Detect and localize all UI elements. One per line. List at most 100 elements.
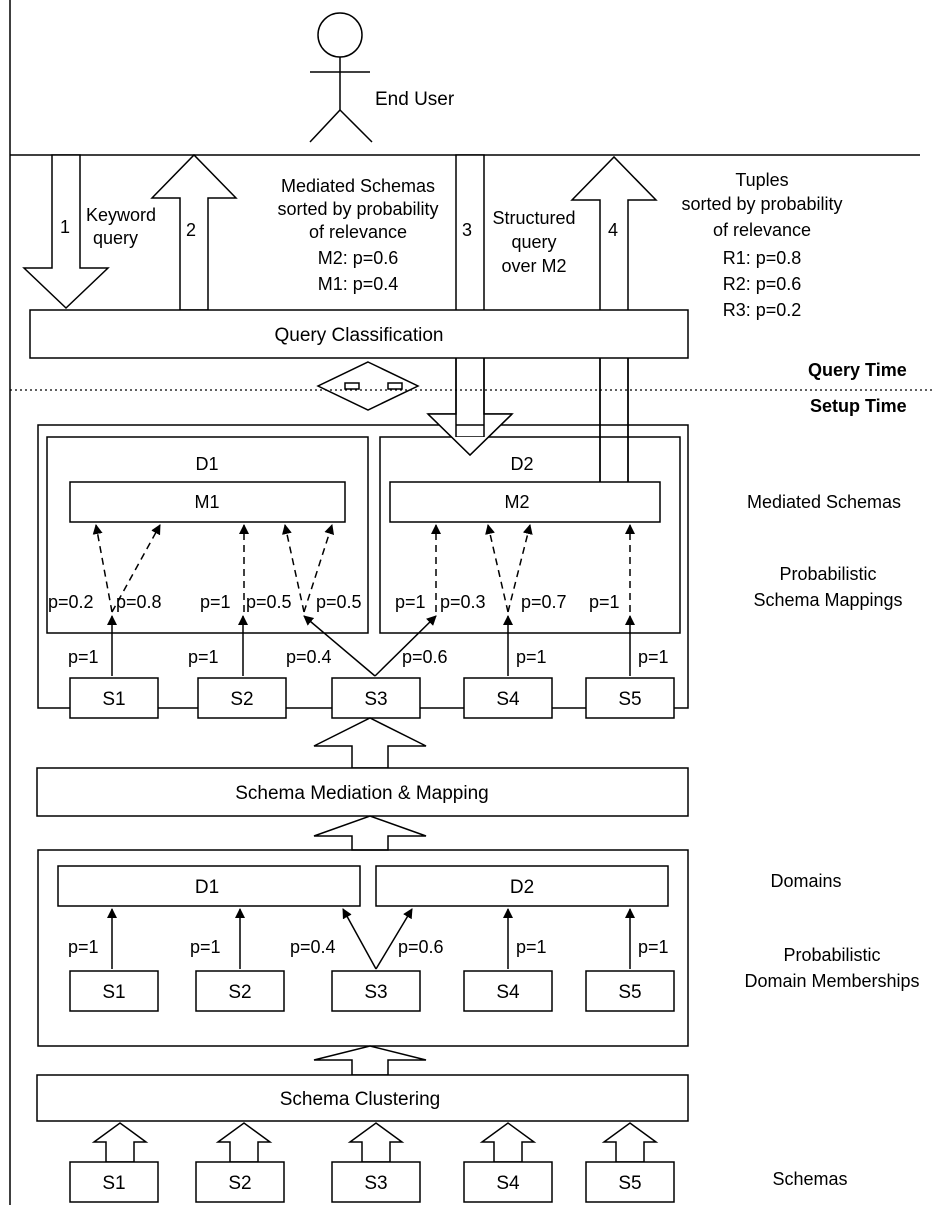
domain-membership-s3-d1 bbox=[342, 908, 377, 970]
step-4-number: 4 bbox=[608, 220, 618, 240]
domain-d1-container bbox=[46, 436, 369, 634]
domain-source-s4-label: S4 bbox=[496, 982, 520, 1003]
step-3-number: 3 bbox=[462, 220, 472, 240]
domain-member-prob-6: p=1 bbox=[638, 937, 669, 957]
query-classification-label: Query Classification bbox=[275, 325, 444, 346]
domain-source-s2-label: S2 bbox=[228, 982, 251, 1003]
mapping-arrow-s3-m1-a bbox=[282, 524, 305, 613]
mapping-member-prob-1: p=1 bbox=[68, 647, 99, 667]
mapping-source-s1 bbox=[69, 677, 159, 719]
m1-box bbox=[69, 481, 346, 523]
domain-source-s3-label: S3 bbox=[364, 982, 387, 1003]
step-2-number: 2 bbox=[186, 220, 196, 240]
schema-source-s3-label: S3 bbox=[364, 1173, 387, 1194]
mapping-prob-3: p=1 bbox=[200, 592, 231, 612]
mapping-arrow-s4-m2-a bbox=[485, 524, 509, 613]
mapping-prob-8: p=0.7 bbox=[521, 592, 567, 612]
clustering-up-arrow bbox=[313, 1045, 427, 1076]
end-user-icon bbox=[309, 12, 373, 143]
schema-s1-up-arrow bbox=[91, 1122, 149, 1163]
mapping-prob-6: p=1 bbox=[395, 592, 426, 612]
domain-d2-box bbox=[375, 865, 669, 907]
schema-clustering-box bbox=[36, 1074, 689, 1122]
step-3-text-line-3: over M2 bbox=[501, 256, 566, 276]
step-4-text-line-6: R3: p=0.2 bbox=[723, 300, 802, 320]
domain-source-s1-label: S1 bbox=[102, 982, 125, 1003]
step-3-text-line-2: query bbox=[511, 232, 556, 252]
mapping-d1-label: D1 bbox=[195, 454, 218, 474]
mapping-prob-9: p=1 bbox=[589, 592, 620, 612]
step-1-text-line-2: query bbox=[93, 228, 138, 248]
step-2-text-line-4: M2: p=0.6 bbox=[318, 248, 399, 268]
mapping-source-s5 bbox=[585, 677, 675, 719]
query-time-label: Query Time bbox=[808, 360, 907, 380]
mapping-membership-s3-d2 bbox=[374, 615, 437, 677]
schema-source-s1-label: S1 bbox=[102, 1173, 125, 1194]
domain-source-s3 bbox=[331, 970, 421, 1012]
domain-member-prob-2: p=1 bbox=[190, 937, 221, 957]
mapping-prob-2: p=0.8 bbox=[116, 592, 162, 612]
schema-source-s4 bbox=[463, 1161, 553, 1203]
schema-source-s2-label: S2 bbox=[228, 1173, 251, 1194]
domain-member-prob-5: p=1 bbox=[516, 937, 547, 957]
step-4-text-line-2: sorted by probability bbox=[681, 194, 842, 214]
mapping-prob-5: p=0.5 bbox=[316, 592, 362, 612]
query-classification-box bbox=[29, 309, 689, 359]
mapping-member-prob-5: p=1 bbox=[516, 647, 547, 667]
schema-source-s4-label: S4 bbox=[496, 1173, 520, 1194]
mapping-prob-4: p=0.5 bbox=[246, 592, 292, 612]
mapping-prob-1: p=0.2 bbox=[48, 592, 94, 612]
step-2-text-line-1: Mediated Schemas bbox=[281, 176, 435, 196]
prob-schema-mappings-label-1: Probabilistic bbox=[779, 564, 876, 584]
domain-d2-label: D2 bbox=[510, 877, 534, 898]
step-1-arrow bbox=[22, 154, 110, 310]
step-2-text-line-3: of relevance bbox=[309, 222, 407, 242]
mapping-member-prob-2: p=1 bbox=[188, 647, 219, 667]
mapping-source-s1-label: S1 bbox=[102, 689, 125, 710]
schema-source-s2 bbox=[195, 1161, 285, 1203]
domain-source-s2 bbox=[195, 970, 285, 1012]
mapping-arrow-s4-m2-b bbox=[507, 524, 533, 613]
step-4-text-line-4: R1: p=0.8 bbox=[723, 248, 802, 268]
mapping-member-prob-3: p=0.4 bbox=[286, 647, 332, 667]
domain-membership-s3-d2 bbox=[375, 908, 413, 970]
mapping-arrow-s3-m1-b bbox=[303, 524, 335, 613]
domain-d2-container bbox=[379, 436, 681, 634]
schema-s2-up-arrow bbox=[215, 1122, 273, 1163]
mapping-source-s5-label: S5 bbox=[618, 689, 641, 710]
connector-diamond bbox=[316, 361, 420, 411]
schema-source-s3 bbox=[331, 1161, 421, 1203]
mapping-source-s4 bbox=[463, 677, 553, 719]
end-user-label: End User bbox=[375, 89, 455, 110]
domain-d1-label: D1 bbox=[195, 877, 219, 898]
mediated-schemas-label: Mediated Schemas bbox=[747, 492, 901, 512]
mapping-source-s4-label: S4 bbox=[496, 689, 520, 710]
domain-panel-frame bbox=[37, 849, 689, 1047]
m2-box bbox=[389, 481, 661, 523]
step-2-text-line-2: sorted by probability bbox=[277, 199, 438, 219]
schemas-label: Schemas bbox=[772, 1169, 847, 1189]
schema-mediation-box bbox=[36, 767, 689, 817]
prob-schema-mappings-label-2: Schema Mappings bbox=[753, 590, 902, 610]
mapping-source-s2-label: S2 bbox=[230, 689, 253, 710]
domain-up-arrow bbox=[313, 815, 427, 851]
domain-source-s5-label: S5 bbox=[618, 982, 641, 1003]
domain-member-prob-3: p=0.4 bbox=[290, 937, 336, 957]
step-4-text-line-5: R2: p=0.6 bbox=[723, 274, 802, 294]
step-1-number: 1 bbox=[60, 217, 70, 237]
step-4-text-line-3: of relevance bbox=[713, 220, 811, 240]
mapping-membership-s3-d1 bbox=[303, 615, 376, 677]
mapping-member-prob-4: p=0.6 bbox=[402, 647, 448, 667]
domain-member-prob-1: p=1 bbox=[68, 937, 99, 957]
mapping-d2-label: D2 bbox=[510, 454, 533, 474]
mapping-source-s3 bbox=[331, 677, 421, 719]
mapping-member-prob-6: p=1 bbox=[638, 647, 669, 667]
schema-source-s5 bbox=[585, 1161, 675, 1203]
setup-time-label: Setup Time bbox=[810, 396, 907, 416]
mapping-arrow-s1-m1-b bbox=[111, 524, 161, 613]
schema-source-s5-label: S5 bbox=[618, 1173, 641, 1194]
domains-label: Domains bbox=[770, 871, 841, 891]
mapping-arrow-s1-m1-a bbox=[92, 524, 113, 613]
m2-label: M2 bbox=[504, 492, 529, 512]
